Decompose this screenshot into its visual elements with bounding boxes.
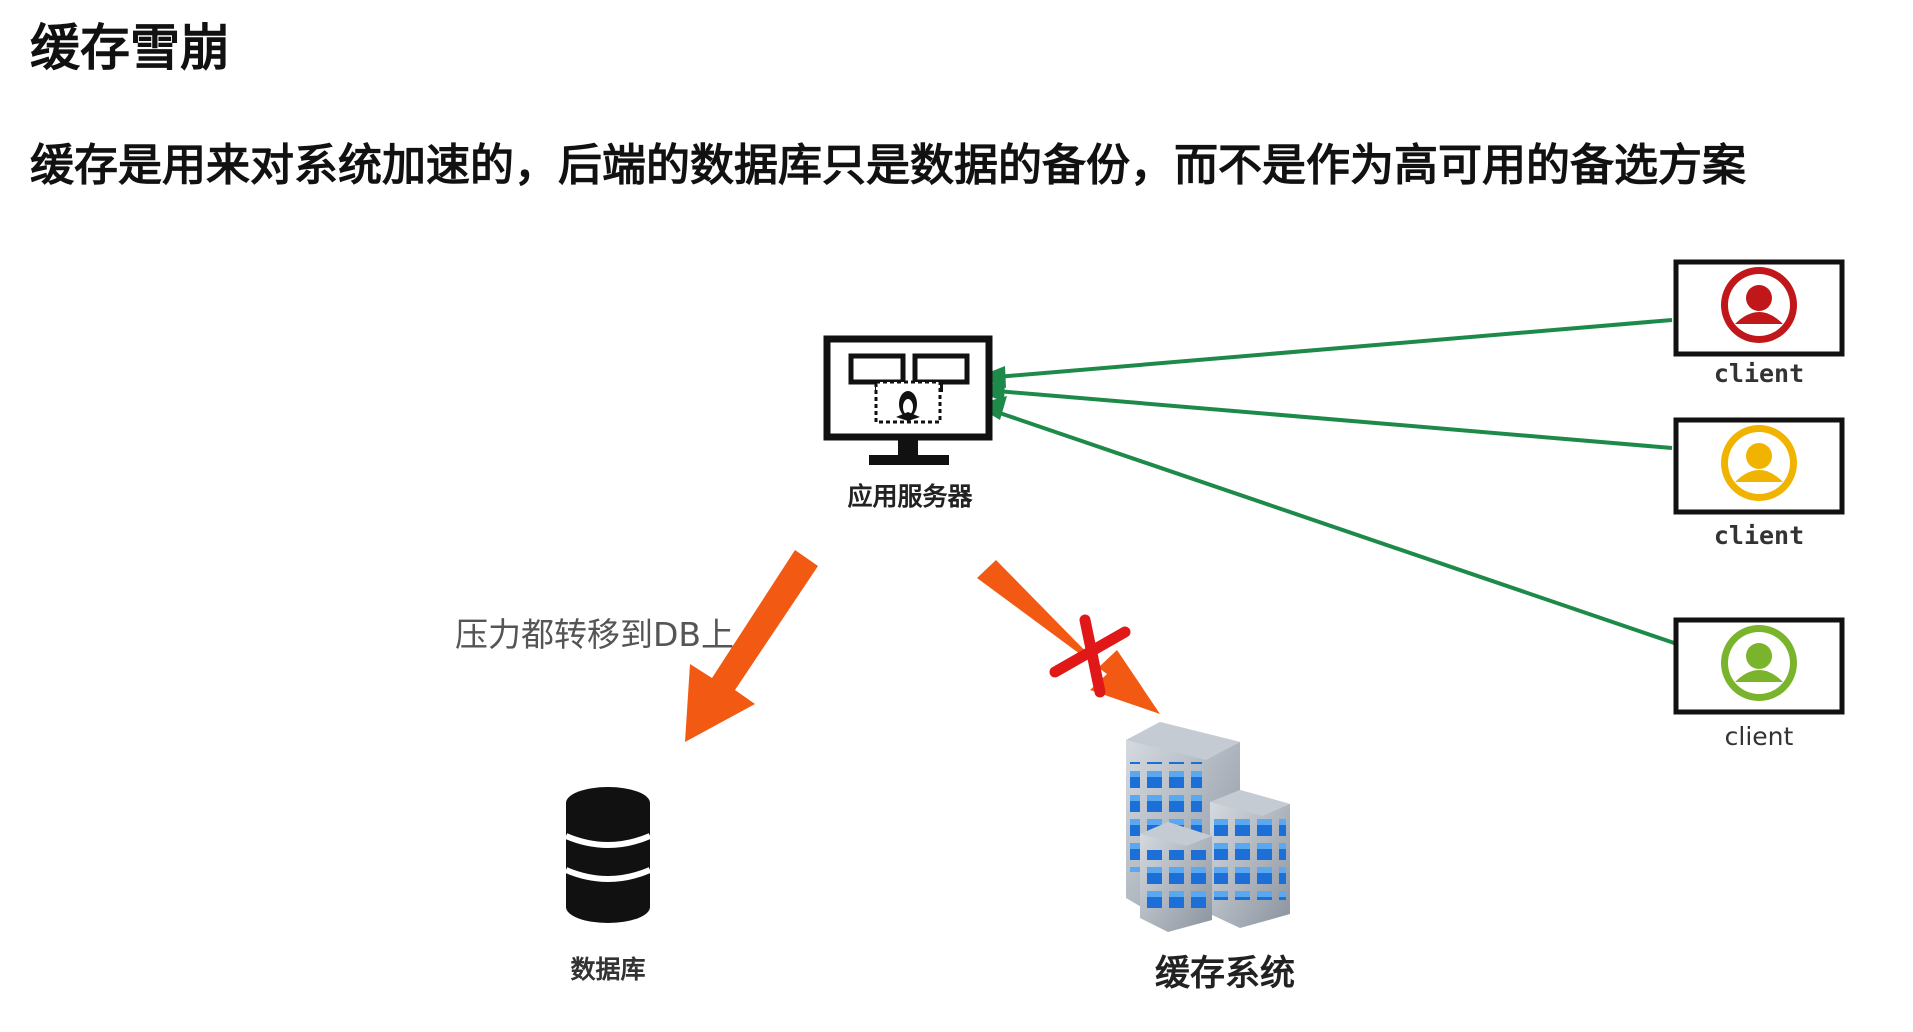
user-avatar-icon <box>1721 625 1797 701</box>
cache-label: 缓存系统 <box>1155 954 1295 994</box>
request-line-client-1 <box>984 318 1673 380</box>
client-label: client <box>1714 359 1804 388</box>
pressure-arrow-to-db <box>685 550 818 742</box>
linux-server-monitor-icon <box>823 335 993 465</box>
client-label: client <box>1725 722 1794 751</box>
client-3: client <box>1673 617 1845 751</box>
client-label: client <box>1714 521 1804 550</box>
database-icon <box>564 787 652 923</box>
server-label: 应用服务器 <box>847 482 973 511</box>
pressure-label: 压力都转移到DB上 <box>455 615 734 654</box>
page-title: 缓存雪崩 <box>30 19 230 77</box>
request-line-client-3 <box>984 406 1681 647</box>
client-1: client <box>1673 259 1845 388</box>
page-subtitle: 缓存是用来对系统加速的，后端的数据库只是数据的备份，而不是作为高可用的备选方案 <box>30 140 1746 191</box>
app-server: 应用服务器 <box>823 335 993 511</box>
request-line-client-2 <box>984 388 1673 450</box>
client-2: client <box>1673 417 1845 550</box>
request-lines <box>975 318 1681 647</box>
database-label: 数据库 <box>570 955 645 984</box>
database: 数据库 <box>564 787 652 984</box>
user-avatar-icon <box>1721 267 1797 343</box>
buildings-icon <box>1126 722 1290 932</box>
blocked-x-mark <box>1049 614 1131 698</box>
arrow-to-cache <box>977 560 1160 714</box>
cache-system: 缓存系统 <box>1126 722 1295 994</box>
user-avatar-icon <box>1721 425 1797 501</box>
